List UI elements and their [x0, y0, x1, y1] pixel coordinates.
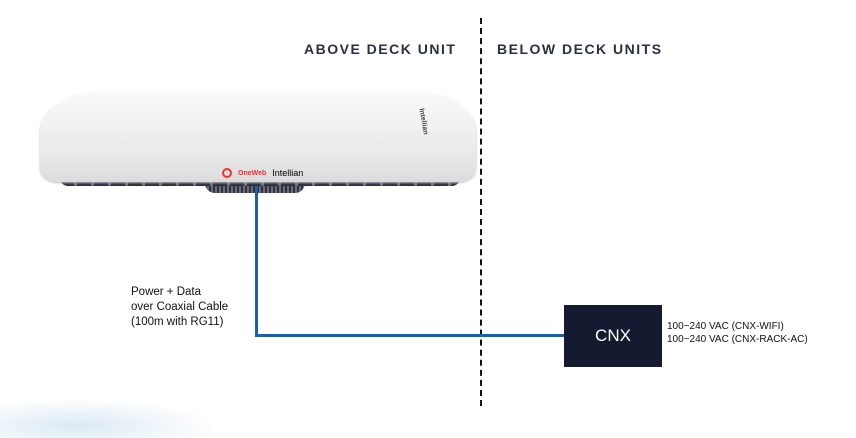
antenna-base — [60, 178, 460, 186]
cable-label: Power + Data over Coaxial Cable (100m wi… — [131, 285, 228, 330]
decorative-wave — [0, 398, 220, 438]
antenna-radome — [40, 92, 476, 182]
cable-label-line: (100m with RG11) — [131, 316, 224, 328]
power-spec-line: 100~240 VAC (CNX-RACK-AC) — [667, 334, 808, 345]
intellian-label: Intellian — [272, 168, 304, 178]
oneweb-logo-icon — [222, 168, 232, 178]
cable-label-line: over Coaxial Cable — [131, 301, 229, 313]
power-spec: 100~240 VAC (CNX-WIFI) 100~240 VAC (CNX-… — [667, 320, 808, 346]
deck-divider — [480, 18, 482, 406]
antenna-branding: OneWeb Intellian — [222, 168, 303, 178]
coax-cable-horizontal — [255, 334, 565, 337]
cnx-box: CNX — [564, 305, 662, 367]
above-deck-header: ABOVE DECK UNIT — [304, 41, 457, 57]
power-spec-line: 100~240 VAC (CNX-WIFI) — [667, 321, 784, 332]
oneweb-label: OneWeb — [238, 169, 267, 177]
below-deck-header: BELOW DECK UNITS — [497, 41, 663, 57]
cnx-label: CNX — [595, 326, 631, 345]
coax-cable-vertical — [255, 186, 258, 337]
cable-label-line: Power + Data — [131, 286, 201, 298]
